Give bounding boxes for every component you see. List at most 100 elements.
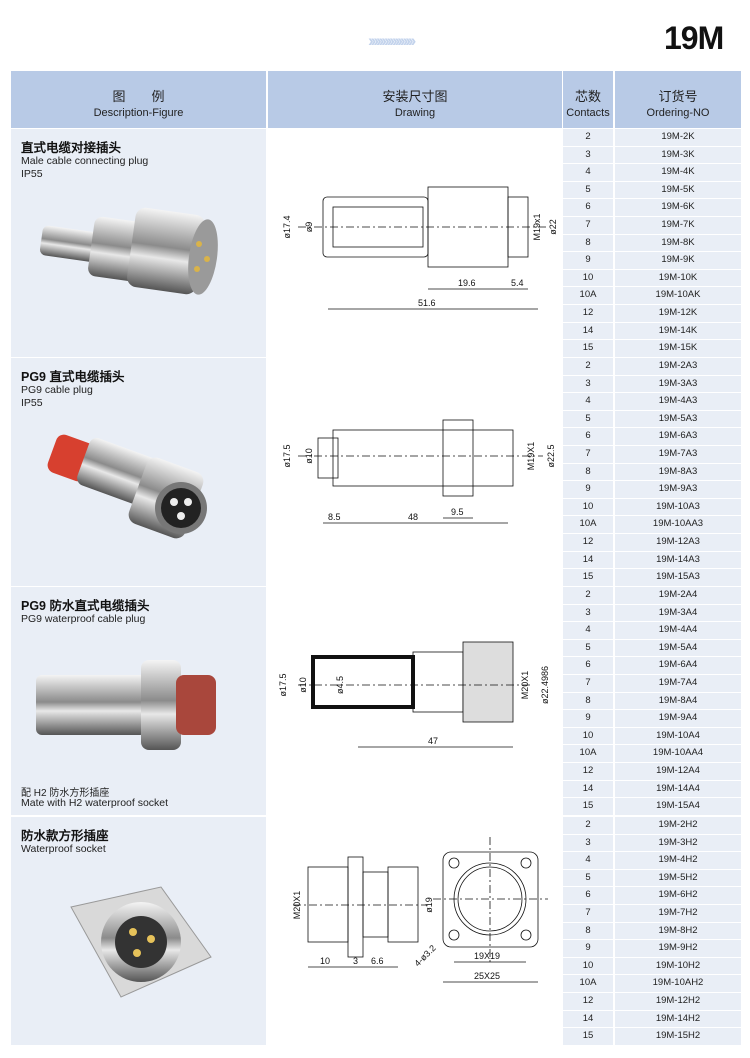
ordering-no-cell: 19M-6K xyxy=(615,199,741,216)
contacts-cell: 9 xyxy=(563,710,613,727)
dim-thread: M19X1 xyxy=(526,442,536,471)
contacts-cell: 3 xyxy=(563,375,613,393)
dim-outer-dia: ø17.5 xyxy=(278,673,288,696)
ordering-no-cell: 19M-12K xyxy=(615,304,741,322)
title-en: Male cable connecting plug xyxy=(21,155,149,167)
drawing-cell: ø17.4 ø9 M19x1 ø22 19.6 5.4 51.6 xyxy=(268,129,562,357)
ordering-no-cell: 19M-9A3 xyxy=(615,481,741,498)
ordering-no-cell: 19M-7A3 xyxy=(615,445,741,463)
header-ordering-cn: 订货号 xyxy=(658,89,698,104)
ordering-no-cell: 19M-10H2 xyxy=(615,957,741,975)
contacts-cell: 14 xyxy=(563,1010,613,1028)
dim-mount-holes: 4-ø3.2 xyxy=(412,943,437,968)
mate-note-en: Mate with H2 waterproof socket xyxy=(21,797,169,809)
dim-length-a: 9.5 xyxy=(451,507,464,517)
contacts-cell: 6 xyxy=(563,428,613,445)
dim-thread: M20X1 xyxy=(520,671,530,700)
ordering-no-cell: 19M-3A4 xyxy=(615,604,741,622)
contacts-cell: 6 xyxy=(563,887,613,904)
header-drawing: 安装尺寸图 Drawing xyxy=(268,71,562,128)
contacts-cell: 10 xyxy=(563,269,613,287)
header-contacts-cn: 芯数 xyxy=(574,89,601,104)
contacts-cell: 14 xyxy=(563,322,613,340)
rating: IP55 xyxy=(21,168,43,180)
ordering-no-cell: 19M-3A3 xyxy=(615,375,741,393)
contacts-cell: 9 xyxy=(563,940,613,957)
contacts-cell: 4 xyxy=(563,852,613,869)
contacts-cell: 5 xyxy=(563,639,613,657)
title-cn: PG9 防水直式电缆插头 xyxy=(21,599,150,613)
ordering-no-cell: 19M-5H2 xyxy=(615,869,741,887)
contacts-cell: 8 xyxy=(563,463,613,481)
dim-hole-pitch: 19X19 xyxy=(474,951,500,961)
contacts-cell: 10A xyxy=(563,745,613,762)
contacts-cell: 15 xyxy=(563,569,613,586)
ordering-no-cell: 19M-6A4 xyxy=(615,657,741,674)
contacts-cell: 15 xyxy=(563,340,613,357)
ordering-no-cell: 19M-15H2 xyxy=(615,1028,741,1045)
ordering-no-cell: 19M-14A3 xyxy=(615,551,741,569)
header-ordering-en: Ordering-NO xyxy=(646,107,710,119)
ordering-no-cell: 19M-15A3 xyxy=(615,569,741,586)
ordering-no-cell: 19M-2K xyxy=(615,129,741,146)
ordering-no-cell: 19M-12A4 xyxy=(615,762,741,780)
title-en: Waterproof socket xyxy=(21,843,106,855)
ordering-no-cell: 19M-14A4 xyxy=(615,780,741,798)
header-drawing-en: Drawing xyxy=(394,107,436,119)
dim-length-a: 19.6 xyxy=(458,278,476,288)
dim-coupling-dia: ø22.4986 xyxy=(540,666,550,704)
ordering-no-cell: 19M-2A4 xyxy=(615,587,741,604)
description-cell: PG9 直式电缆插头 PG9 cable plug IP55 xyxy=(11,358,266,586)
ordering-no-cell: 19M-3K xyxy=(615,146,741,164)
header-contacts-en: Contacts xyxy=(566,107,610,119)
contacts-cell: 15 xyxy=(563,798,613,815)
header-ordering: 订货号 Ordering-NO xyxy=(615,71,741,128)
ordering-no-cell: 19M-10A3 xyxy=(615,498,741,516)
technical-drawing: ø17.5 ø10 ø4.5 M20X1 ø22.4986 47 xyxy=(278,641,550,748)
ordering-no-cell: 19M-10AH2 xyxy=(615,975,741,992)
contacts-cell: 3 xyxy=(563,604,613,622)
dim-length-b: 3 xyxy=(353,956,358,966)
contacts-cell: 14 xyxy=(563,780,613,798)
mate-note-cn: 配 H2 防水方形插座 xyxy=(21,788,110,799)
rating: IP55 xyxy=(21,397,43,409)
ordering-no-cell: 19M-6A3 xyxy=(615,428,741,445)
dim-body-dia: ø19 xyxy=(424,897,434,913)
ordering-no-cell: 19M-5A3 xyxy=(615,410,741,428)
contacts-cell: 8 xyxy=(563,692,613,710)
dim-total-length: 51.6 xyxy=(418,298,436,308)
ordering-no-cell: 19M-12H2 xyxy=(615,992,741,1010)
ordering-no-cell: 19M-8K xyxy=(615,234,741,252)
ordering-no-cell: 19M-4H2 xyxy=(615,852,741,869)
contacts-cell: 6 xyxy=(563,657,613,674)
contacts-cell: 10 xyxy=(563,498,613,516)
contacts-cell: 12 xyxy=(563,533,613,551)
dim-cable-dia: ø9 xyxy=(304,222,314,233)
description-cell: 直式电缆对接插头 Male cable connecting plug IP55 xyxy=(11,129,266,357)
dim-coupling-dia: ø22.5 xyxy=(546,444,556,467)
series-title: 19M xyxy=(664,20,724,56)
ordering-no-cell: 19M-10A4 xyxy=(615,727,741,745)
ordering-no-cell: 19M-15A4 xyxy=(615,798,741,815)
product-photo xyxy=(47,434,207,539)
